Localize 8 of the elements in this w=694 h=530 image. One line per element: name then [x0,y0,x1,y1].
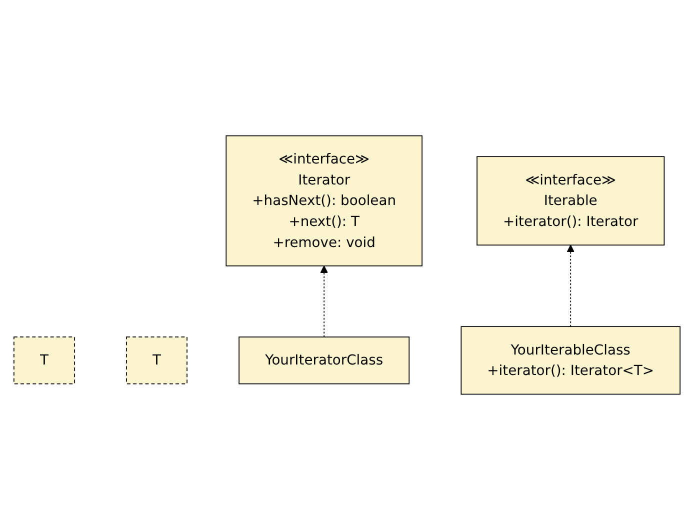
node-box: YourIteratorClass [238,336,410,384]
arrow [566,244,574,327]
node-box: ≪interface≫ Iterable +iterator(): Iterator [476,156,665,246]
node-box: ≪interface≫ Iterator +hasNext(): boolean +next(): T +remove: void [226,135,422,266]
node-box: T [126,336,188,384]
node-box: T [14,336,75,384]
arrow [320,266,328,338]
node-box: YourIterableClass +iterator(): Iterator<T> [460,326,680,395]
